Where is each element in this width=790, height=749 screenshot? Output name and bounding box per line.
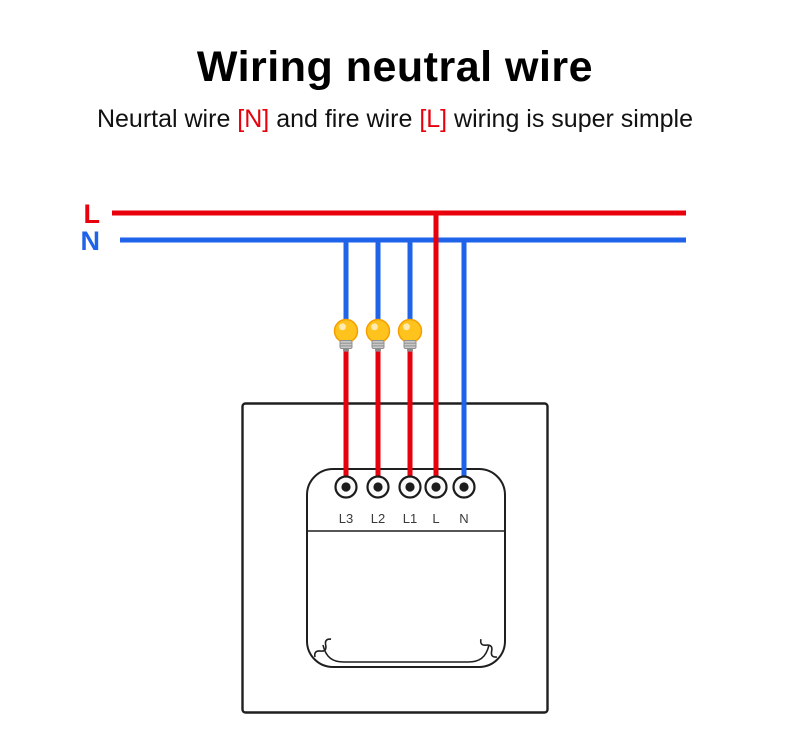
- terminal-label-l: L: [432, 511, 439, 526]
- page-subtitle: Neurtal wire [N] and fire wire [L] wirin…: [0, 104, 790, 135]
- module-inner-lip: [322, 644, 490, 663]
- terminal-screw-slot: [459, 482, 469, 492]
- neutral-line-label: N: [81, 226, 101, 256]
- subtitle-neutral-code: [N]: [237, 105, 270, 133]
- live-line-label: L: [84, 199, 101, 229]
- terminal-l1: L1: [398, 475, 422, 526]
- subtitle-text-3: wiring is super simple: [447, 105, 694, 133]
- light-bulb-icon-3: [397, 318, 423, 353]
- terminal-screw-slot: [341, 482, 351, 492]
- terminal-l2: L2: [366, 475, 390, 526]
- terminal-l3: L3: [334, 475, 358, 526]
- subtitle-text-1: Neurtal wire: [96, 105, 238, 133]
- subtitle-text-2: and fire wire: [269, 105, 420, 133]
- switch-module-body: [306, 468, 506, 668]
- terminal-screw-slot: [405, 482, 415, 492]
- terminal-label-l1: L1: [403, 511, 417, 526]
- light-bulb-icon-1: [333, 318, 359, 353]
- terminal-label-l3: L3: [339, 511, 353, 526]
- subtitle-live-code: [L]: [419, 105, 448, 133]
- terminal-n: N: [452, 475, 476, 526]
- terminal-screw-slot: [431, 482, 441, 492]
- terminal-label-l2: L2: [371, 511, 385, 526]
- terminal-label-n: N: [459, 511, 468, 526]
- terminal-screw-slot: [373, 482, 383, 492]
- terminal-l: L: [424, 475, 448, 526]
- page-title: Wiring neutral wire: [196, 43, 594, 91]
- light-bulb-icon-2: [365, 318, 391, 353]
